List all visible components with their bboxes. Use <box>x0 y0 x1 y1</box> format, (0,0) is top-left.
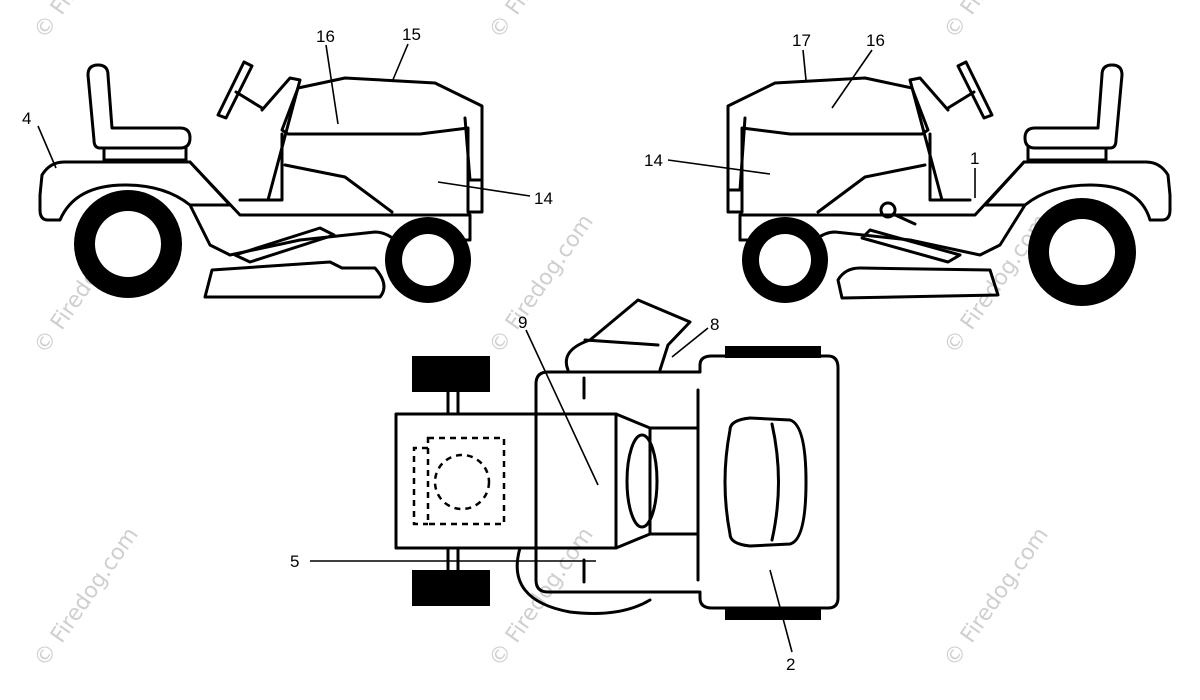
leader-top-2 <box>769 569 793 653</box>
right-front-wheel <box>742 217 828 303</box>
left-steering-wheel <box>216 60 264 120</box>
leader-right-17 <box>802 49 807 81</box>
left-side-view-tractor <box>38 60 484 303</box>
callout-labels: 4 16 15 14 17 16 14 1 9 8 5 2 <box>22 25 979 674</box>
watermark: © Firedog.com <box>484 523 598 671</box>
top-discharge-chute <box>564 298 692 372</box>
left-rear-fender <box>38 160 232 222</box>
top-seat-back <box>770 422 780 542</box>
left-front-wheel <box>385 217 471 303</box>
left-rear-wheel <box>74 190 182 298</box>
right-rear-fender <box>983 160 1172 222</box>
watermark: © Firedog.com <box>484 210 598 358</box>
leader-left-16 <box>325 44 339 125</box>
watermarks: © Firedog.com © Firedog.com © Firedog.co… <box>29 0 1053 671</box>
top-rear-right-tire <box>725 608 821 620</box>
watermark: © Firedog.com <box>484 0 598 43</box>
watermark: © Firedog.com <box>29 523 143 671</box>
callout-top-5: 5 <box>290 552 299 571</box>
left-frame <box>188 160 472 257</box>
right-side-view-tractor <box>726 60 1172 306</box>
callout-left-4: 4 <box>22 109 31 128</box>
watermark: © Firedog.com <box>939 523 1053 671</box>
watermark: © Firedog.com <box>29 0 143 43</box>
right-hood <box>726 76 930 214</box>
right-seat <box>1023 63 1124 150</box>
callout-right-14: 14 <box>644 151 663 170</box>
top-seat <box>723 416 808 548</box>
leader-lines <box>37 43 976 653</box>
callout-right-17: 17 <box>792 31 811 50</box>
callout-right-1: 1 <box>970 149 979 168</box>
leader-right-14 <box>667 159 771 175</box>
right-lift-lever <box>879 201 897 219</box>
top-chute-line <box>583 338 660 347</box>
top-steering-wheel <box>625 433 659 529</box>
leader-top-8 <box>671 327 709 358</box>
watermark: © Firedog.com <box>939 0 1053 43</box>
right-pedal <box>860 228 962 264</box>
left-hood-lower <box>238 116 482 214</box>
leader-left-15 <box>391 43 409 83</box>
left-dash <box>260 76 302 202</box>
top-rear-body <box>534 354 840 610</box>
leader-left-14 <box>437 181 531 197</box>
right-steering-wheel <box>946 60 994 120</box>
left-hood <box>280 76 484 214</box>
top-engine-outline <box>426 436 506 526</box>
leader-top-9 <box>525 329 599 486</box>
right-seat-base <box>1026 146 1108 162</box>
callout-top-8: 8 <box>710 315 719 334</box>
top-steering-column <box>648 426 700 536</box>
callout-left-15: 15 <box>402 25 421 44</box>
top-hood-taper <box>614 412 652 550</box>
right-lift-lever-arm <box>891 212 917 226</box>
callout-top-9: 9 <box>518 313 527 332</box>
right-rear-wheel <box>1028 198 1136 306</box>
right-mower-deck <box>836 266 1000 300</box>
left-pedal <box>233 226 336 264</box>
top-engine-side <box>412 446 428 526</box>
top-front-left-tire <box>412 356 490 392</box>
top-view-tractor <box>394 298 840 620</box>
top-hood <box>394 412 618 550</box>
leader-right-16 <box>831 49 873 109</box>
left-seat <box>86 63 192 150</box>
top-front-axle <box>446 390 460 572</box>
leader-left-4 <box>37 125 57 169</box>
callout-left-16: 16 <box>316 27 335 46</box>
right-dash <box>908 76 950 202</box>
top-front-right-tire <box>412 570 490 606</box>
left-mower-deck <box>203 260 386 299</box>
callout-top-2: 2 <box>786 655 795 674</box>
top-engine-circle <box>433 453 491 511</box>
callout-left-14: 14 <box>534 189 553 208</box>
callout-right-16: 16 <box>866 31 885 50</box>
left-seat-base <box>102 146 188 162</box>
top-deck-arc <box>515 546 652 615</box>
